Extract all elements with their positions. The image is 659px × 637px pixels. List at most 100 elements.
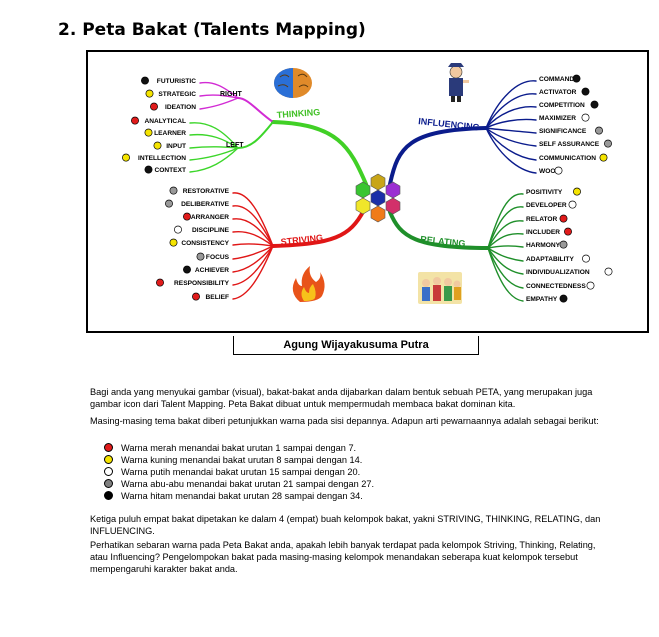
branch-line [232,218,274,247]
talent-label: BELIEF [206,294,229,301]
thinking-sub-left: LEFT [226,142,244,149]
talent-color-dot [573,187,581,196]
talent-color-dot [590,100,599,109]
talent-color-dot [604,139,612,148]
paragraph-groups: Ketiga puluh empat bakat dipetakan ke da… [90,514,601,536]
branch-line [487,245,524,249]
talent-label: LEARNER [154,130,186,137]
branch-line [189,147,239,173]
branch-line [232,245,274,300]
talent-label: INPUT [166,143,186,150]
fire-icon [292,266,325,302]
branch-line [388,126,488,186]
talent-label: ACTIVATOR [539,89,577,96]
color-dot-icon [104,443,113,452]
talent-label: HARMONY [526,242,561,249]
commander-figure-icon [448,63,469,102]
talent-color-dot [599,153,608,162]
branch-line [487,193,524,249]
legend-item: Warna abu-abu menandai bakat urutan 21 s… [104,478,374,490]
branch-line [232,245,274,273]
figure-caption: Agung Wijayakusuma Putra [233,336,479,355]
talent-color-dot [559,294,568,303]
paragraph-distribution: Perhatikan sebaran warna pada Peta Bakat… [90,540,596,574]
branch-line [232,245,274,260]
talent-color-dot [150,102,158,111]
talent-color-dot [604,267,613,276]
talent-label: POSITIVITY [526,189,563,196]
branch-line [487,232,524,249]
group-label-striving: STRIVING [280,233,323,247]
branch-line [232,192,274,247]
talent-color-dot [145,89,154,98]
talent-label: INTELLECTION [138,155,186,162]
talent-color-dot [581,113,590,122]
talent-label: ACHIEVER [195,267,229,274]
talent-color-dot [572,74,581,83]
branch-line [237,121,274,149]
talent-label: COMPETITION [539,102,585,109]
talent-color-dot [141,76,149,85]
branch-line [485,93,537,129]
branch-line [487,220,524,249]
talent-label: EMPATHY [526,296,558,303]
legend-text: Warna kuning menandai bakat urutan 8 sam… [121,455,363,465]
talent-color-dot [196,252,205,261]
talent-color-dot [165,199,173,208]
talent-color-dot [183,265,191,274]
talent-label: SIGNIFICANCE [539,128,587,135]
talent-label: DELIBERATIVE [181,201,229,208]
talent-color-dot [582,254,590,263]
talent-label: WOO [539,168,555,175]
talent-label: RESTORATIVE [183,188,230,195]
branch-line [189,146,239,149]
branch-line [189,122,239,149]
talent-label: FOCUS [206,254,230,261]
talent-color-dot [174,225,182,234]
brain-icon [274,68,312,98]
branch-line [232,243,274,247]
talent-label: CONNECTEDNESS [526,283,586,290]
center-hexagon-cluster [355,173,401,223]
branch-line [487,247,524,275]
talent-label: INDIVIDUALIZATION [526,269,590,276]
legend-item: Warna kuning menandai bakat urutan 8 sam… [104,454,374,466]
talent-label: IDEATION [165,104,196,111]
branch-line [485,106,537,129]
branch-line [485,127,537,134]
thinking-sub-right: RIGHT [220,91,243,98]
color-legend: Warna merah menandai bakat urutan 1 samp… [104,442,374,502]
talent-map-figure: THINKING INFLUENCING STRIVING RELATING R… [86,50,649,333]
talent-label: FUTURISTIC [157,78,196,85]
talent-color-dot [169,238,178,247]
group-label-relating: RELATING [420,234,466,249]
talent-color-dot [156,278,164,287]
color-dot-icon [104,455,113,464]
legend-text: Warna merah menandai bakat urutan 1 samp… [121,443,357,453]
branch-line [485,127,537,161]
talent-color-dot [568,200,577,209]
branch-line [199,97,239,110]
branch-line [232,245,274,286]
paragraph-intro: Bagi anda yang menyukai gambar (visual),… [90,387,593,409]
legend-text: Warna hitam menandai bakat urutan 28 sam… [121,491,363,501]
talent-label: STRATEGIC [158,91,196,98]
branch-line [271,208,366,248]
talent-label: ARRANGER [191,214,229,221]
branch-line [487,206,524,249]
branch-line [485,118,537,129]
branch-line [271,120,368,186]
branch-line [189,147,239,161]
group-label-thinking: THINKING [276,107,320,120]
talent-color-dot [559,240,568,249]
branch-line [199,81,239,99]
talent-label: ADAPTABILITY [526,256,574,263]
talent-color-dot [131,116,139,125]
branch-line [199,94,239,99]
talent-color-dot [192,292,200,301]
talent-label: COMMAND [539,76,574,83]
people-group-icon [418,272,462,304]
talent-label: RESPONSIBILITY [174,280,230,287]
paragraph-color-intro: Masing-masing tema bakat diberi petunjuk… [90,416,599,426]
talent-label: DEVELOPER [526,202,567,209]
